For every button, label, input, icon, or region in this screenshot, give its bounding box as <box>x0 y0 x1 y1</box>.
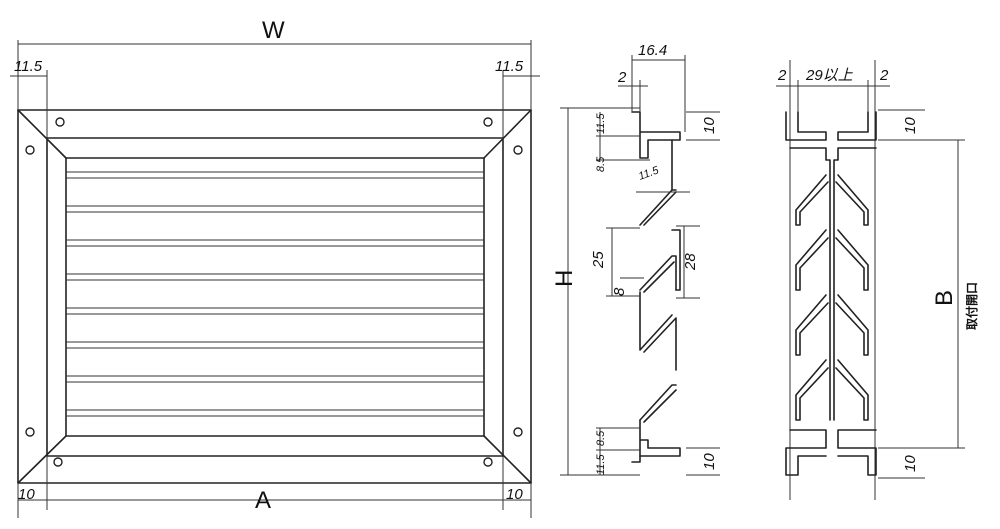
dim-flange-top: 10 <box>701 117 718 134</box>
front-view: W A 11.5 11.5 10 10 <box>10 17 540 518</box>
height-label: H <box>551 270 578 287</box>
screw-hole <box>25 427 35 437</box>
screw-hole <box>483 457 493 467</box>
screw-hole <box>55 117 65 127</box>
mitre-bl <box>17 435 67 484</box>
dim-lip: 2 <box>617 69 627 86</box>
dim-right-flange-bottom: 10 <box>902 455 919 472</box>
dim-left-lip: 2 <box>777 67 787 84</box>
dim-top-stack-2: 8.5 <box>595 156 607 172</box>
mitre-tr <box>483 109 532 159</box>
dim-bottom-stack-1: 8.5 <box>595 430 607 446</box>
dim-pitch: 25 <box>590 251 607 269</box>
section-right: 2 2 29以上 10 10 B 取付 <box>776 60 979 500</box>
dim-top-stack-1: 11.5 <box>595 113 607 134</box>
screw-hole <box>483 117 493 127</box>
section-left: H 16.4 2 10 <box>551 42 720 476</box>
screw-hole <box>513 145 523 155</box>
mitre-br <box>483 435 532 484</box>
dim-right-lip: 2 <box>879 67 889 84</box>
dim-top-left: 11.5 <box>14 58 43 75</box>
right-section-profile <box>785 111 877 476</box>
louver-slats <box>66 171 484 417</box>
dim-flange-bottom: 10 <box>701 453 718 470</box>
width-label: W <box>262 17 285 44</box>
dim-slat-height: 28 <box>682 253 699 271</box>
dim-slat-offset: 11.5 <box>637 164 661 183</box>
screw-hole <box>25 145 35 155</box>
inner-frame <box>46 137 504 457</box>
louver-opening <box>65 157 485 437</box>
dim-depth: 29以上 <box>805 67 854 84</box>
dim-bottom-stack-2: 11.5 <box>595 454 607 475</box>
opening-label: B <box>931 290 958 306</box>
mitre-tl <box>17 109 67 159</box>
dim-right-flange-top: 10 <box>902 117 919 134</box>
a-label: A <box>255 487 271 514</box>
dim-bottom-right: 10 <box>506 486 523 503</box>
dim-slat-gap: 8 <box>611 287 628 296</box>
outer-frame <box>17 109 532 484</box>
dim-top-width: 16.4 <box>638 42 667 59</box>
dim-top-right: 11.5 <box>495 58 524 75</box>
dim-bottom-left: 10 <box>18 486 35 503</box>
screw-hole <box>513 427 523 437</box>
opening-text: 取付開口 <box>964 282 979 330</box>
left-section-profile <box>631 111 681 463</box>
screw-hole <box>53 457 63 467</box>
